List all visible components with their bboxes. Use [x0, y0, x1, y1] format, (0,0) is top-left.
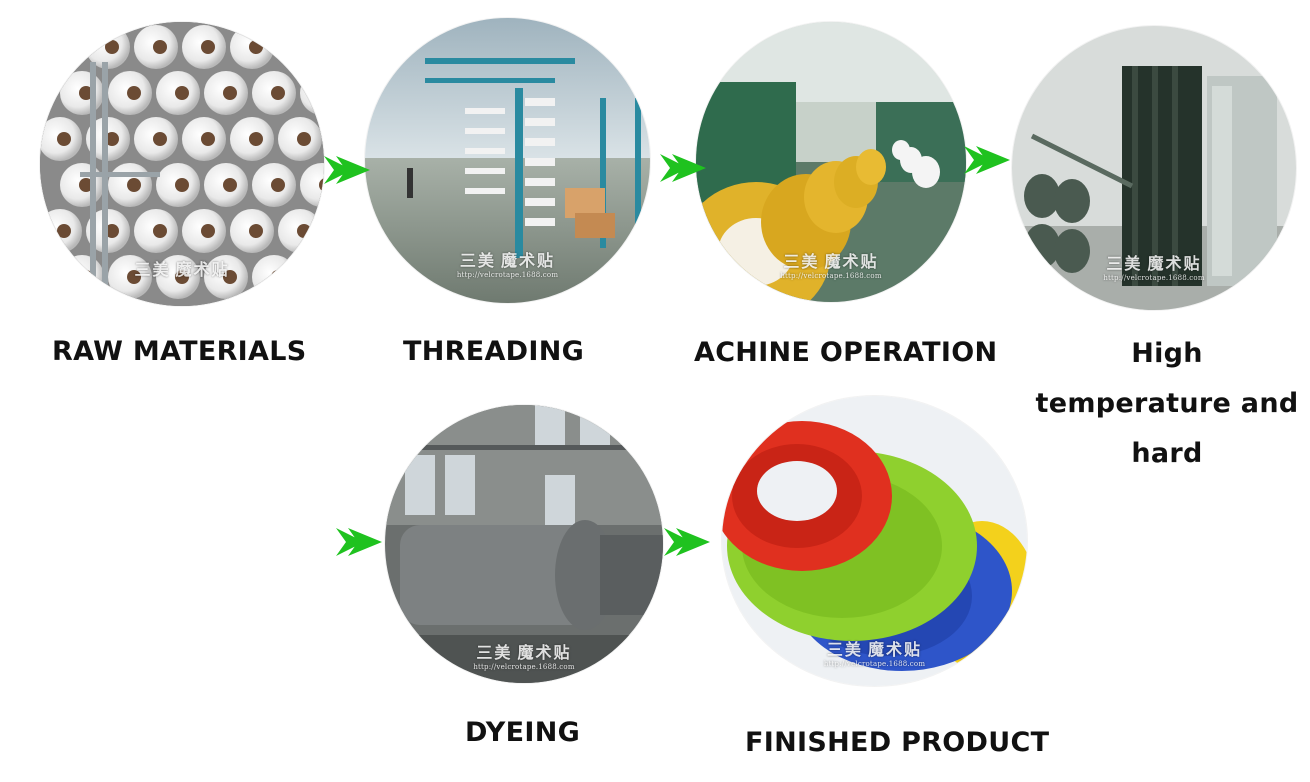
spool-core	[57, 40, 71, 54]
green-right-arrow-icon	[664, 522, 710, 562]
spool-core	[223, 270, 237, 284]
watermark: 三美 魔术贴 http://velcrotape.1688.com	[780, 248, 881, 280]
high-temperature-photo: 三美 魔术贴 http://velcrotape.1688.com	[1012, 26, 1296, 310]
spool	[278, 25, 322, 69]
step-label-dyeing: DYEING	[465, 717, 581, 748]
spool-core	[153, 224, 167, 238]
spool-core	[319, 86, 324, 100]
watermark-extra: 魔术贴	[868, 640, 923, 659]
spool	[300, 163, 324, 207]
high-temperature-image	[1012, 26, 1296, 310]
spool-core	[201, 132, 215, 146]
spool-core	[271, 270, 285, 284]
spool-core	[127, 178, 141, 192]
spool-core	[319, 270, 324, 284]
spool-core	[223, 86, 237, 100]
green-right-arrow-icon	[964, 140, 1010, 180]
spool	[60, 255, 104, 299]
spool	[300, 255, 324, 299]
spool-core	[175, 86, 189, 100]
machine-operation-image	[696, 22, 966, 302]
spool-core	[249, 40, 263, 54]
spool-core	[127, 270, 141, 284]
watermark: 三美 魔术贴 http://velcrotape.1688.com	[457, 247, 558, 279]
spool-core	[297, 224, 311, 238]
spool-core	[127, 86, 141, 100]
spool-core	[105, 224, 119, 238]
spool-core	[57, 132, 71, 146]
spool-core	[223, 178, 237, 192]
spool-core	[153, 132, 167, 146]
watermark-logo: 三美	[783, 252, 820, 271]
watermark-url: http://velcrotape.1688.com	[1103, 274, 1205, 282]
spool-core	[249, 224, 263, 238]
spool-core	[249, 132, 263, 146]
watermark-url: http://velcrotape.1688.com	[473, 663, 575, 671]
step-label-raw-materials: RAW MATERIALS	[52, 336, 307, 367]
spool-core	[153, 40, 167, 54]
watermark-logo: 三美	[826, 640, 863, 659]
watermark-extra: 魔术贴	[824, 252, 879, 271]
dyeing-photo: 三美 魔术贴 http://velcrotape.1688.com	[385, 405, 663, 683]
spool-core	[201, 224, 215, 238]
spool-core	[105, 40, 119, 54]
watermark-extra: 魔术贴	[501, 251, 556, 270]
watermark-extra: 魔术贴	[1147, 254, 1202, 273]
step-label-machine-operation: ACHINE OPERATION	[694, 337, 998, 368]
watermark-extra: 魔术贴	[175, 260, 230, 279]
raw-materials-photo: 三美 魔术贴	[40, 22, 324, 306]
spool-core	[57, 224, 71, 238]
spool-core	[175, 178, 189, 192]
spool-core	[201, 40, 215, 54]
watermark-logo: 三美	[459, 251, 496, 270]
spool	[252, 255, 296, 299]
green-right-arrow-icon	[660, 148, 706, 188]
watermark: 三美 魔术贴	[134, 256, 229, 280]
watermark-extra: 魔术贴	[517, 643, 572, 662]
machine-operation-photo: 三美 魔术贴 http://velcrotape.1688.com	[696, 22, 966, 302]
step-label-finished-product: FINISHED PRODUCT	[745, 727, 1050, 758]
step-label-high-temperature: High temperature and hard	[1035, 338, 1299, 469]
watermark-url: http://velcrotape.1688.com	[823, 660, 926, 668]
watermark-url: http://velcrotape.1688.com	[780, 272, 882, 280]
watermark: 三美 魔术贴 http://velcrotape.1688.com	[824, 636, 925, 668]
step-label-threading: THREADING	[403, 336, 585, 367]
spool	[40, 25, 82, 69]
spool-core	[79, 86, 93, 100]
spool-core	[79, 178, 93, 192]
watermark-logo: 三美	[134, 260, 171, 279]
spool-core	[297, 40, 311, 54]
finished-product-photo: 三美 魔术贴 http://velcrotape.1688.com	[722, 396, 1027, 686]
spool-core	[297, 132, 311, 146]
threading-photo: 三美 魔术贴 http://velcrotape.1688.com	[365, 18, 650, 303]
watermark-logo: 三美	[476, 643, 513, 662]
green-right-arrow-icon	[324, 150, 370, 190]
watermark-logo: 三美	[1106, 254, 1143, 273]
watermark: 三美 魔术贴 http://velcrotape.1688.com	[473, 639, 574, 671]
spool-core	[105, 132, 119, 146]
watermark-url: http://velcrotape.1688.com	[456, 271, 559, 279]
watermark: 三美 魔术贴 http://velcrotape.1688.com	[1103, 250, 1204, 282]
spool-core	[271, 86, 285, 100]
green-right-arrow-icon	[336, 522, 382, 562]
spool-core	[271, 178, 285, 192]
spool-core	[175, 270, 189, 284]
